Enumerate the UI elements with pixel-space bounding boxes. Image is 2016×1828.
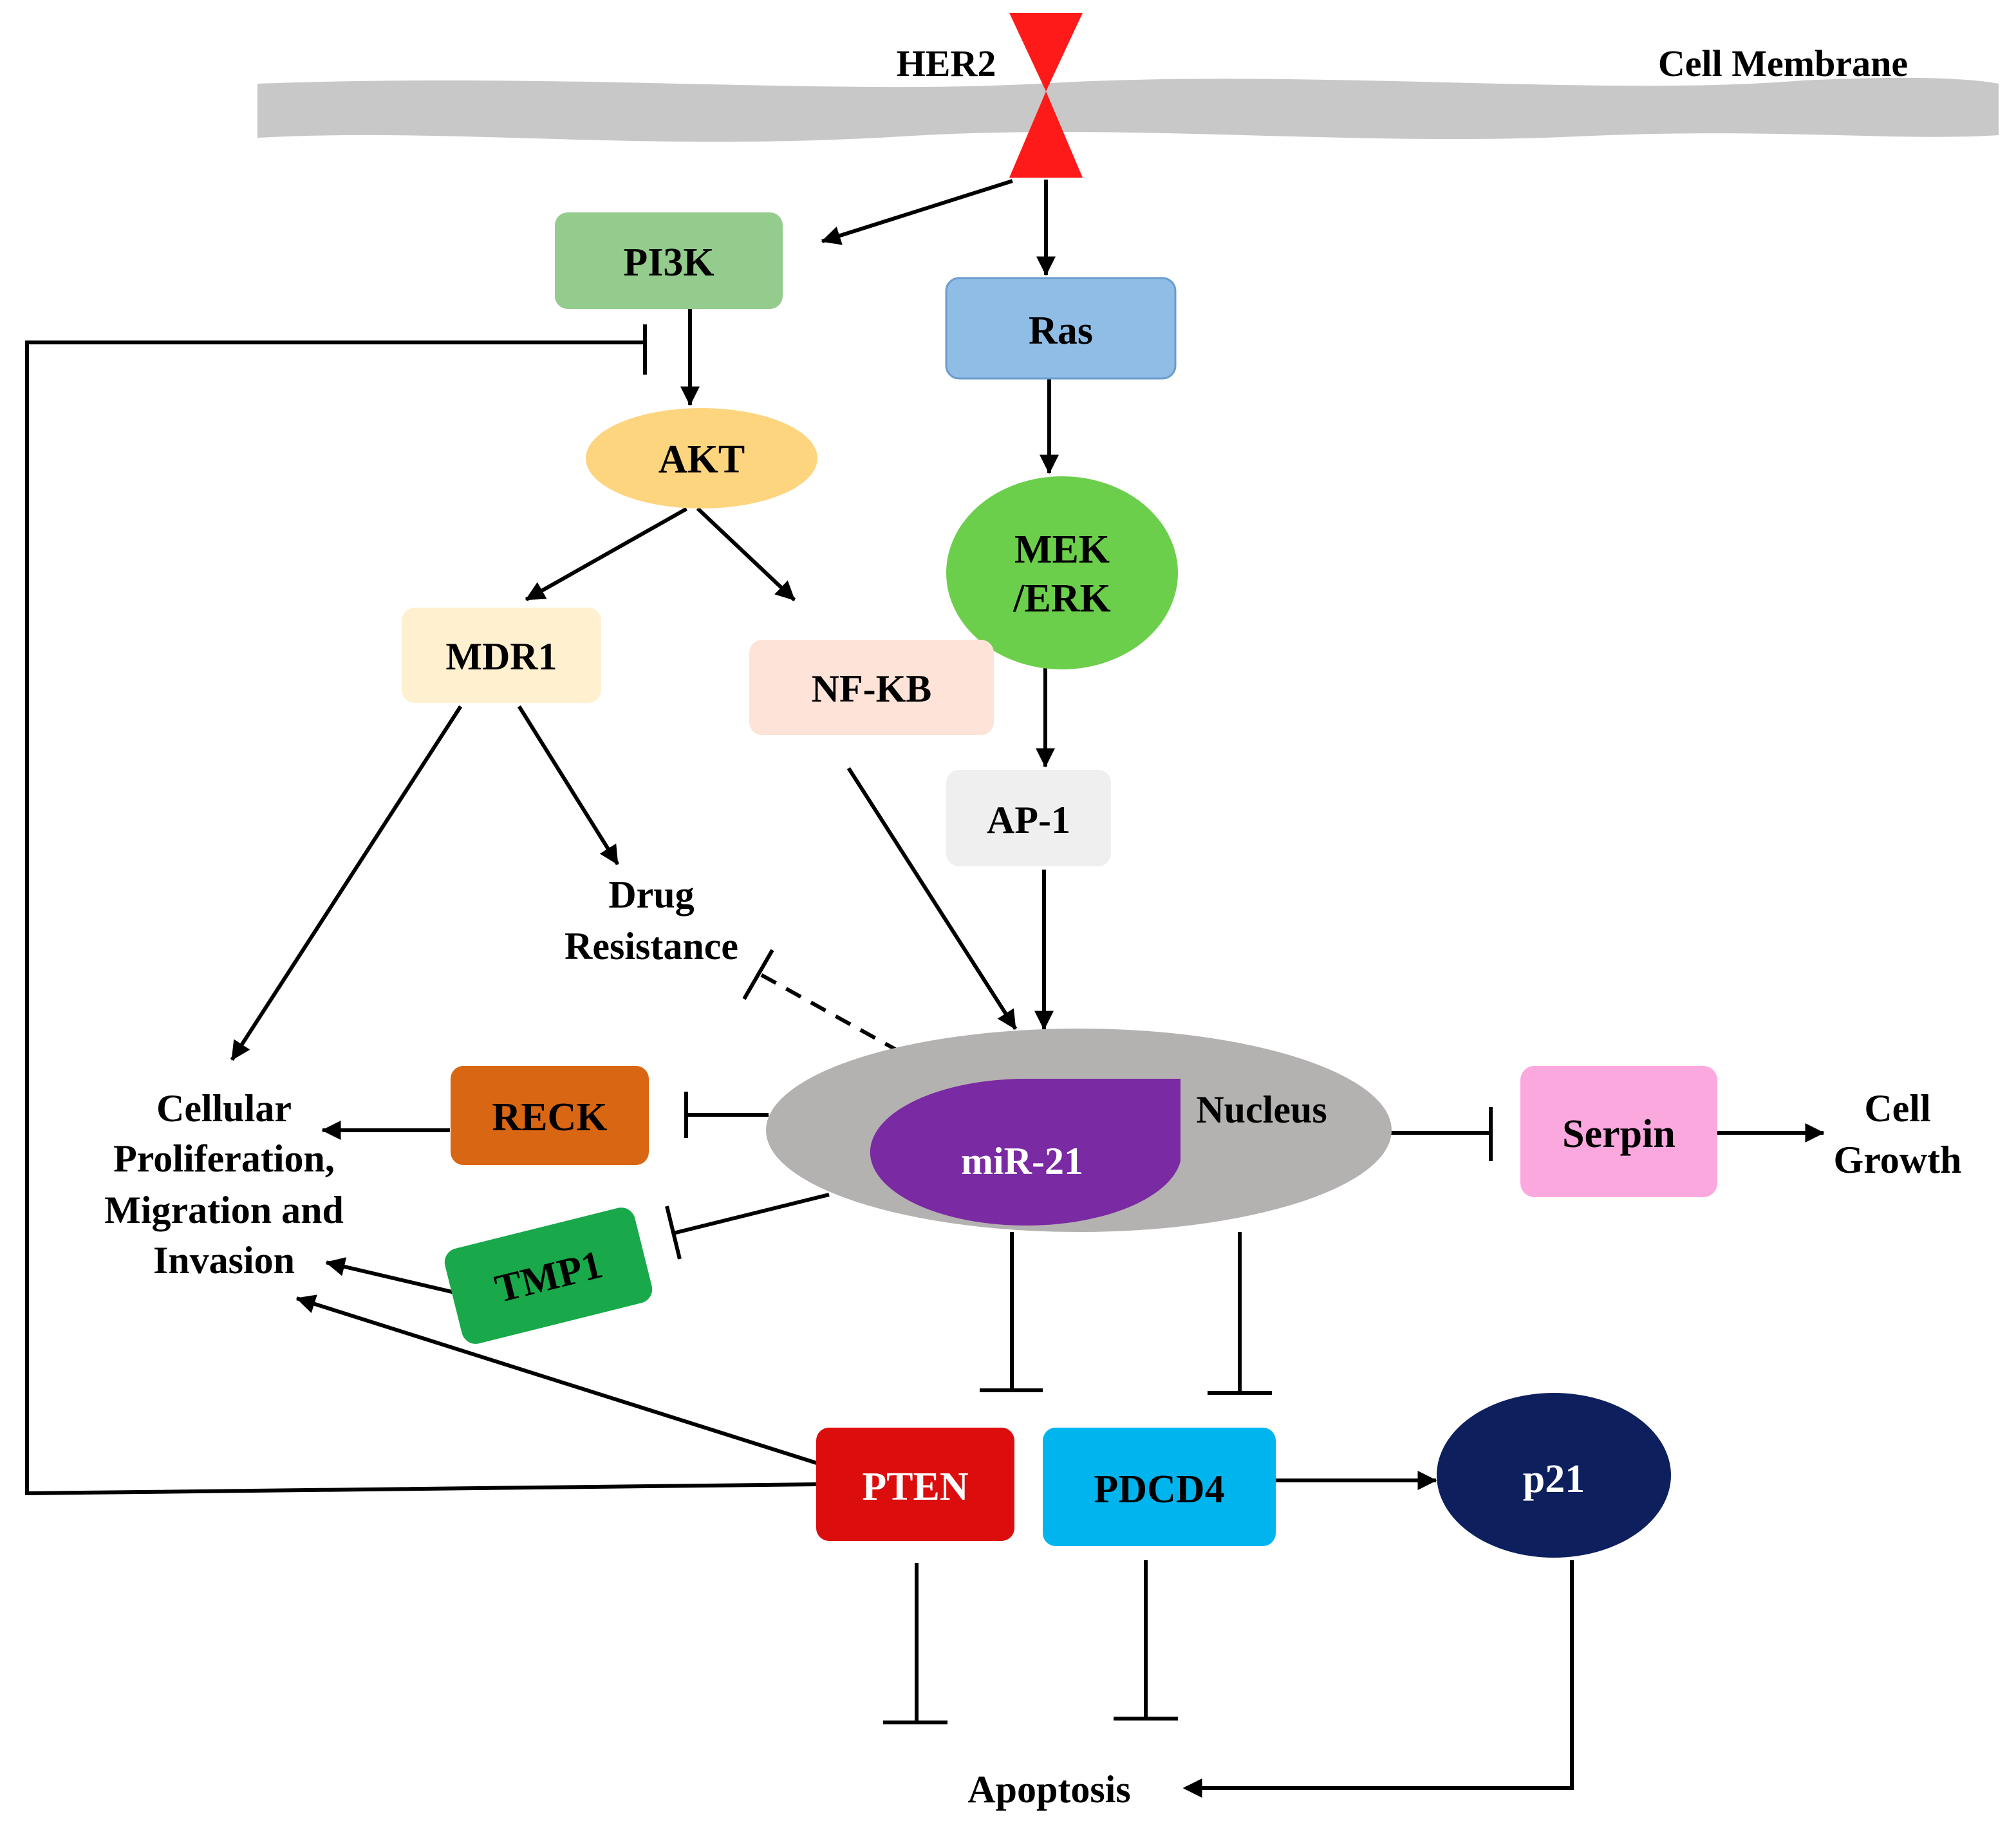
akt-label: AKT bbox=[658, 438, 745, 481]
edge-pten-pi3k-inhibition bbox=[25, 340, 819, 1496]
edge-akt-mdr1 bbox=[525, 507, 688, 602]
p21-label: p21 bbox=[1523, 1457, 1585, 1501]
edge-mir21-tmp1 bbox=[673, 1193, 830, 1235]
node-ap1: AP-1 bbox=[946, 770, 1111, 866]
proliferation-label-1: Cellular bbox=[156, 1087, 292, 1130]
edge-mdr1-drug bbox=[517, 705, 620, 866]
edge-akt-nfkb bbox=[696, 507, 796, 602]
edge-tmp1-proliferation bbox=[325, 1257, 457, 1295]
nucleus-label: Nucleus bbox=[1196, 1088, 1327, 1131]
edge-her2-pi3k bbox=[821, 179, 1013, 245]
mir21-label: miR-21 bbox=[961, 1140, 1083, 1182]
drug-resistance-label-1: Drug bbox=[608, 873, 694, 916]
node-nfkb: NF-KB bbox=[749, 640, 994, 735]
erk-label: /ERK bbox=[1013, 577, 1111, 620]
node-serpin: Serpin bbox=[1520, 1066, 1717, 1197]
nfkb-label: NF-KB bbox=[812, 667, 932, 710]
node-pten: PTEN bbox=[816, 1428, 1014, 1541]
cell-growth-label-2: Growth bbox=[1834, 1139, 1962, 1181]
edge-mdr1-proliferation bbox=[230, 705, 463, 1061]
node-akt: AKT bbox=[586, 408, 817, 508]
tbar-mir21-drug bbox=[742, 949, 774, 1000]
drug-resistance-label-2: Resistance bbox=[565, 925, 738, 967]
node-mdr1: MDR1 bbox=[402, 608, 601, 703]
reck-label: RECK bbox=[492, 1096, 607, 1139]
mek-label: MEK bbox=[1014, 528, 1110, 572]
her2-receptor bbox=[1009, 13, 1083, 178]
her2-label: HER2 bbox=[897, 42, 996, 84]
node-mek-erk: MEK /ERK bbox=[946, 476, 1178, 669]
node-tmp1: TMP1 bbox=[444, 1208, 653, 1344]
apoptosis-label: Apoptosis bbox=[967, 1768, 1130, 1811]
node-ras: Ras bbox=[945, 277, 1177, 380]
pten-label: PTEN bbox=[862, 1465, 968, 1509]
node-reck: RECK bbox=[451, 1066, 649, 1165]
pi3k-label: PI3K bbox=[623, 241, 714, 284]
pdcd4-label: PDCD4 bbox=[1094, 1468, 1224, 1511]
cell-membrane-label: Cell Membrane bbox=[1658, 42, 1908, 84]
proliferation-label-4: Invasion bbox=[153, 1239, 295, 1282]
edge-p21-apoptosis bbox=[1182, 1560, 1574, 1798]
proliferation-label-2: Proliferation, bbox=[113, 1137, 335, 1180]
node-p21: p21 bbox=[1437, 1393, 1671, 1558]
tbar-mir21-tmp1 bbox=[665, 1206, 682, 1260]
mdr1-label: MDR1 bbox=[445, 635, 557, 678]
node-mir21: miR-21 bbox=[870, 1079, 1181, 1226]
serpin-label: Serpin bbox=[1562, 1112, 1675, 1156]
proliferation-label-3: Migration and bbox=[104, 1189, 344, 1231]
node-pi3k: PI3K bbox=[555, 212, 783, 309]
node-pdcd4: PDCD4 bbox=[1043, 1428, 1276, 1546]
cell-growth-label-1: Cell bbox=[1864, 1087, 1930, 1130]
edge-mir21-drug-dashed bbox=[757, 971, 901, 1054]
cell-membrane bbox=[257, 77, 1999, 142]
edge-pten-proliferation bbox=[295, 1294, 821, 1466]
edge-nfkb-mir21 bbox=[846, 767, 1018, 1031]
ras-label: Ras bbox=[1029, 309, 1093, 353]
ap1-label: AP-1 bbox=[987, 799, 1070, 841]
